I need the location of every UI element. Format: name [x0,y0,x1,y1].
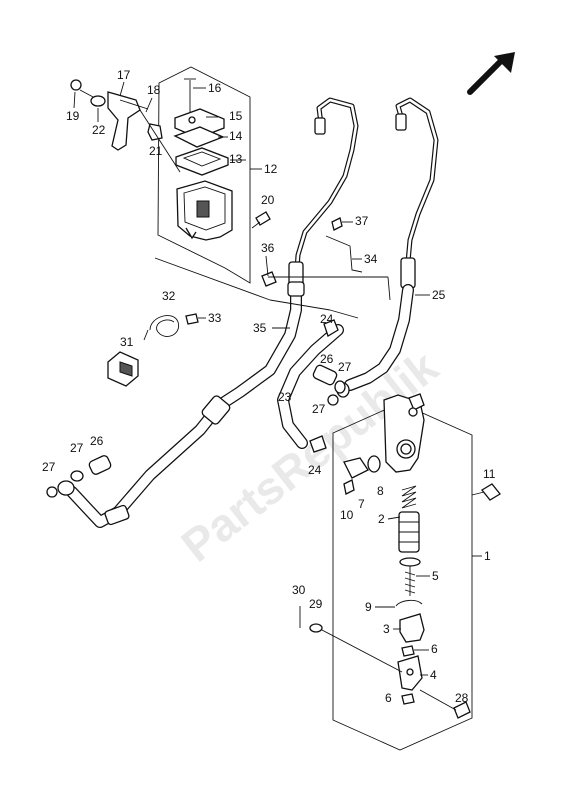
label-23: 23 [278,390,292,404]
brake-hose-23-group [277,319,344,453]
hose-fittings-middle [312,364,346,394]
label-27-middle: 27 [338,360,352,374]
label-9: 9 [365,600,372,614]
label-26-left: 26 [90,434,104,448]
leader-lines [154,116,391,319]
label-26-middle: 26 [320,352,334,366]
label-33: 33 [208,311,222,325]
label-17: 17 [117,68,131,82]
label-18: 18 [147,83,161,97]
callout-labels: 1 2 3 4 5 6 6 7 8 9 10 11 12 13 14 15 16… [42,68,496,705]
hose-bracket-34-group [261,217,363,287]
label-21: 21 [149,144,163,158]
label-1: 1 [484,549,491,563]
label-27-left: 27 [70,441,84,455]
label-15: 15 [229,109,243,123]
label-27-right: 27 [312,402,326,416]
label-6-upper: 6 [431,642,438,656]
label-11: 11 [483,467,496,481]
direction-arrow-icon [467,52,515,95]
label-14: 14 [229,129,243,143]
label-36: 36 [261,241,275,255]
label-24-lower: 24 [308,463,322,477]
label-20: 20 [261,193,275,207]
label-32: 32 [162,289,176,303]
label-12: 12 [264,162,278,176]
master-cylinder-assembly-group [299,393,501,751]
label-35: 35 [253,321,267,335]
label-6-lower: 6 [385,691,392,705]
label-31: 31 [120,335,134,349]
label-30: 30 [292,583,306,597]
label-13: 13 [229,152,243,166]
label-5: 5 [432,569,439,583]
label-34: 34 [364,252,378,266]
label-22: 22 [92,123,106,137]
label-16: 16 [208,81,222,95]
label-25: 25 [432,288,446,302]
label-19: 19 [66,109,80,123]
label-27-far-left: 27 [42,460,56,474]
label-29: 29 [309,597,323,611]
label-28: 28 [455,691,469,705]
label-10: 10 [340,508,354,522]
label-7: 7 [358,497,365,511]
label-24-upper: 24 [320,312,334,326]
hose-clamps-group [107,313,199,387]
label-4: 4 [430,668,437,682]
reservoir-bracket-group [70,79,181,173]
hose-fittings-left [46,455,112,498]
label-37: 37 [355,214,369,228]
brake-pipe-25-group [327,97,439,406]
label-8: 8 [377,484,384,498]
label-3: 3 [383,622,390,636]
label-2: 2 [378,512,385,526]
reservoir-assembly-group [157,66,271,284]
brake-hose-35-group [57,97,359,528]
